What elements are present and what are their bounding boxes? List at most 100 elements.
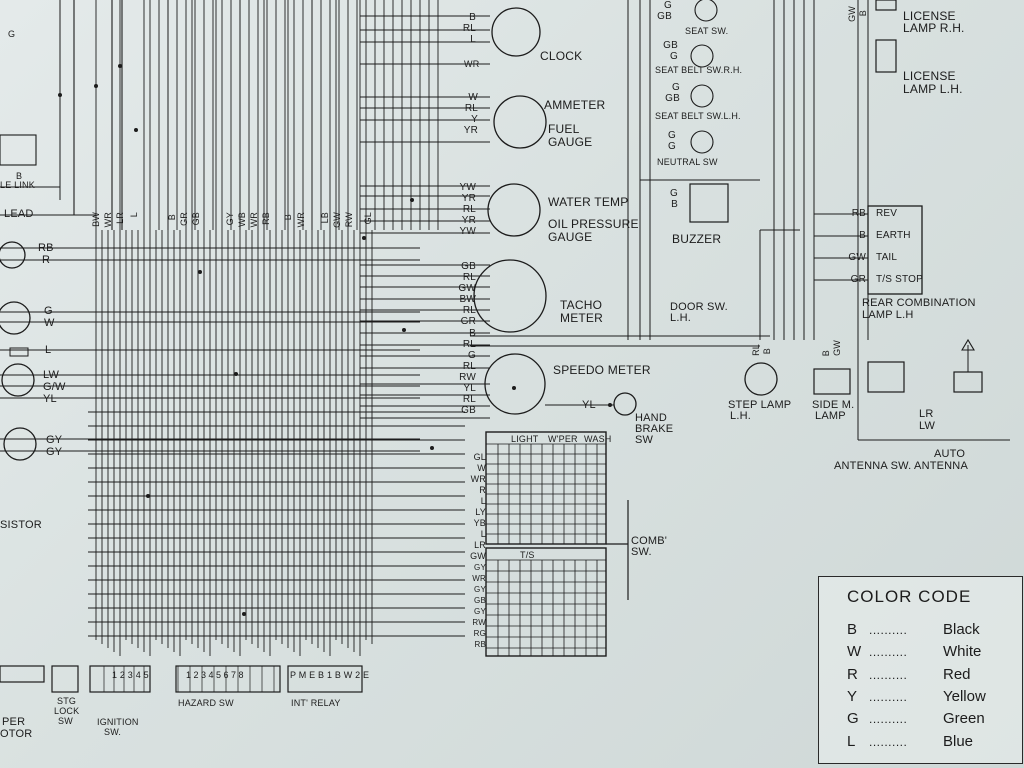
wire-code: L	[45, 344, 52, 356]
light-column-header: LIGHT	[511, 434, 539, 444]
gauge-symbol	[744, 362, 778, 396]
water-temp-label: WATER TEMP	[548, 195, 629, 209]
component-box	[875, 0, 897, 11]
neutral-wire-labels: G G	[654, 130, 676, 152]
color-code-dots: ..........	[869, 735, 908, 749]
relay-pin-labels: P M E B 1 B W 2 E	[290, 670, 370, 680]
wire-code: RW	[472, 618, 486, 627]
wire-code: GY	[474, 585, 486, 594]
license-rh-label-1: LICENSE	[903, 9, 956, 23]
resistor-label: SISTOR	[0, 519, 42, 531]
hand-brake-label-2: BRAKE	[635, 423, 674, 435]
wire-code: L	[480, 529, 486, 539]
splice-dot	[118, 64, 122, 68]
gauge-symbol	[690, 84, 714, 108]
splice-dot	[234, 372, 238, 376]
side-m-lamp-label-1: SIDE M.	[812, 399, 855, 411]
wire-code: R	[42, 254, 51, 266]
auto-antenna-label-2: ANTENNA SW. ANTENNA	[834, 460, 968, 472]
bundle-label: GW	[332, 212, 342, 228]
speedo-wire-labels: B RL G RL RW YL RL GB	[450, 328, 476, 416]
wire-code: Y	[471, 114, 478, 125]
splice-dot	[430, 446, 434, 450]
gauge-symbol	[0, 241, 26, 269]
ts-column-header: T/S	[520, 550, 535, 560]
bundle-label: GL	[363, 212, 373, 225]
wire-code: RL	[462, 23, 476, 34]
gauge-symbol	[690, 130, 714, 154]
wire-code: GW	[458, 283, 476, 294]
component-box	[875, 39, 897, 73]
tacho-wire-labels: GB RL GW BW RL GR	[450, 261, 476, 327]
clock-wire-labels: B RL L	[452, 12, 476, 45]
wire-code: RB	[851, 208, 866, 219]
hazard-pin-labels: 1 2 3 4 5 6 7 8	[186, 670, 244, 680]
wire-code: YL	[43, 393, 57, 405]
color-code-letter: G	[847, 710, 859, 727]
wire-code: LW	[43, 369, 60, 381]
wire-code: LY	[475, 507, 486, 517]
wire-code: W	[477, 463, 486, 473]
wire-code: B	[859, 230, 866, 241]
wire-code: GB	[461, 405, 476, 416]
wire-code: G	[670, 51, 678, 62]
component-box	[689, 183, 729, 223]
wire-code: GY	[46, 434, 63, 446]
splice-dot	[512, 386, 516, 390]
wire-code: RL	[462, 361, 476, 372]
wire-code: B	[671, 199, 678, 210]
buzzer-wire-labels: G B	[660, 188, 678, 210]
license-lh-label-2: LAMP L.H.	[903, 82, 963, 96]
oil-pressure-label-1: OIL PRESSURE	[548, 217, 639, 231]
wire-code: GY	[46, 446, 63, 458]
wire-code: LR	[919, 408, 934, 420]
ammeter-wire-labels: W RL Y YR	[452, 92, 478, 136]
auto-antenna-label-1: AUTO	[934, 448, 966, 460]
wire-code: GW	[847, 6, 857, 22]
wire-code: YR	[463, 125, 478, 136]
color-code-name: Green	[943, 710, 985, 727]
seat-sw-label: SEAT SW.	[685, 26, 729, 36]
wire-code: L	[480, 496, 486, 506]
color-code-letter: Y	[847, 688, 858, 705]
bundle-label: GY	[225, 212, 235, 226]
gauge-symbol	[493, 95, 547, 149]
tacho-label-1: TACHO	[560, 298, 603, 312]
pin-label: T/S STOP	[876, 274, 923, 285]
wire-code: W	[468, 92, 478, 103]
wire-code: WR	[470, 474, 486, 484]
bundle-label: RW	[344, 212, 354, 228]
int-relay-label: INT' RELAY	[291, 698, 341, 708]
wash-column-header: WASH	[584, 434, 612, 444]
wire-code: GW	[848, 252, 866, 263]
bundle-label: GB	[191, 212, 201, 226]
wire-code: GY	[474, 607, 486, 616]
wire-code: G	[668, 141, 676, 152]
ignition-sw-label-1: IGNITION	[97, 717, 139, 727]
ammeter-label: AMMETER	[544, 98, 606, 112]
neutral-sw-label: NEUTRAL SW	[657, 157, 718, 167]
color-code-name: White	[943, 643, 982, 660]
color-code-letter: R	[847, 666, 858, 683]
splice-dot	[94, 84, 98, 88]
wire-code: GW	[832, 340, 842, 356]
wire-code: BW	[459, 294, 476, 305]
component-box	[485, 547, 607, 657]
antenna-symbol	[961, 338, 975, 351]
seat-wire-labels: G GB	[650, 0, 672, 22]
component-box	[9, 347, 29, 357]
gauge-symbol	[3, 427, 37, 461]
hand-brake-label-3: SW	[635, 434, 654, 446]
wire-code: GY	[474, 563, 486, 572]
component-box	[0, 665, 45, 683]
wiper-column-header: W'PER	[548, 434, 578, 444]
comb-sw-label-2: SW.	[631, 546, 652, 558]
door-sw-label-1: DOOR SW.	[670, 301, 728, 313]
wire-code: B	[16, 171, 23, 181]
wire-code: R	[479, 485, 486, 495]
wire-code: GB	[657, 11, 672, 22]
splice-dot	[146, 494, 150, 498]
wire-code: RG	[473, 629, 486, 638]
color-code-name: Black	[943, 621, 980, 638]
